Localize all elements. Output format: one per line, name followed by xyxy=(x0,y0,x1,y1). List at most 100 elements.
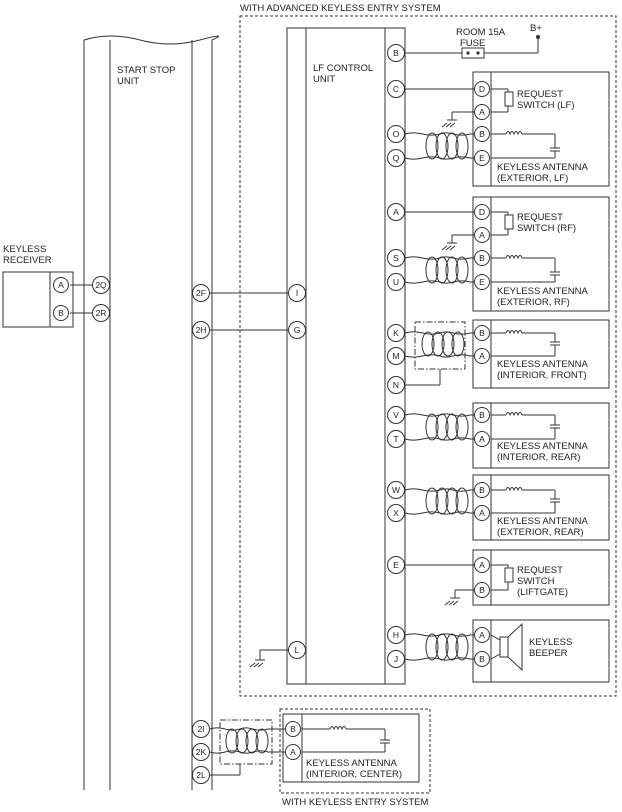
svg-text:N: N xyxy=(393,380,399,390)
component-0-label2-1: (EXTERIOR, LF) xyxy=(497,173,568,184)
lf-pin-S: S xyxy=(387,249,405,267)
twisted-pair-rf xyxy=(425,256,469,284)
twisted-pair-ext-rear xyxy=(425,487,469,515)
svg-text:W: W xyxy=(392,485,400,495)
component-box-ext-rear xyxy=(472,474,610,541)
lf-pin-M: M xyxy=(387,347,405,365)
svg-text:J: J xyxy=(394,654,398,664)
component-1-pin-A: A xyxy=(474,227,490,243)
ssu-pin-2L: 2L xyxy=(192,766,210,784)
twisted-pair-int-center xyxy=(225,728,269,754)
ssu-pin-2H: 2H xyxy=(192,321,210,339)
svg-text:A: A xyxy=(479,508,485,518)
svg-text:2K: 2K xyxy=(196,747,207,757)
svg-text:O: O xyxy=(393,129,400,139)
receiver-label-2: RECEIVER xyxy=(3,255,52,266)
antenna-coil-ext-rear xyxy=(491,487,560,514)
svg-text:I: I xyxy=(296,288,298,298)
svg-text:A: A xyxy=(479,230,485,240)
start-stop-unit: START STOP UNIT xyxy=(83,35,220,790)
svg-text:X: X xyxy=(393,508,399,518)
component-1-label2-1: (EXTERIOR, RF) xyxy=(497,297,570,308)
component-0-pin-D: D xyxy=(474,81,490,97)
start-stop-label-2: UNIT xyxy=(117,76,139,87)
svg-text:T: T xyxy=(393,434,398,444)
lf-pin-E: E xyxy=(387,556,405,574)
lf-pin-B: B xyxy=(387,44,405,62)
component-1-pin2-E: E xyxy=(474,274,490,290)
component-1-pin-D: D xyxy=(474,204,490,220)
component-0-pin2-E: E xyxy=(474,150,490,166)
lf-label-1: LF CONTROL xyxy=(313,63,373,74)
component-box-int-rear xyxy=(472,402,610,469)
lf-pin-A: A xyxy=(387,203,405,221)
request-switch-lf-icon xyxy=(504,91,514,107)
component-4-label-0: KEYLESS ANTENNA xyxy=(497,516,588,527)
lf-pin-U: U xyxy=(387,273,405,291)
keyless-system-label: WITH KEYLESS ENTRY SYSTEM xyxy=(282,797,428,808)
svg-text:L: L xyxy=(295,645,300,655)
svg-text:U: U xyxy=(393,277,399,287)
lf-pin-J: J xyxy=(387,650,405,668)
lf-pin-T: T xyxy=(387,430,405,448)
advanced-system-label: WITH ADVANCED KEYLESS ENTRY SYSTEM xyxy=(240,3,441,14)
antenna-coil-rf xyxy=(491,255,560,283)
component-4-pin-B: B xyxy=(474,482,490,498)
svg-text:2F: 2F xyxy=(196,288,206,298)
svg-text:B: B xyxy=(479,129,485,139)
speaker-icon xyxy=(499,622,523,672)
receiver-label-1: KEYLESS xyxy=(3,244,46,255)
component-6-pin-A: A xyxy=(474,627,490,643)
svg-text:B: B xyxy=(290,724,296,734)
shield-int-front xyxy=(414,321,466,370)
ssu-pin-2F: 2F xyxy=(192,284,210,302)
receiver-pin-B: B xyxy=(53,305,69,321)
svg-text:Q: Q xyxy=(393,153,400,163)
component-7-label-1: (INTERIOR, CENTER) xyxy=(306,769,402,780)
svg-text:B: B xyxy=(393,48,399,58)
svg-text:B: B xyxy=(58,308,64,318)
twisted-pair-lf xyxy=(425,132,469,160)
svg-text:A: A xyxy=(479,107,485,117)
lf-label-2: UNIT xyxy=(313,74,335,85)
svg-text:D: D xyxy=(479,207,485,217)
svg-text:A: A xyxy=(479,560,485,570)
svg-text:S: S xyxy=(393,253,399,263)
component-2-pin-A: A xyxy=(474,348,490,364)
component-box-rf xyxy=(472,196,610,312)
component-0-label-1: SWITCH (LF) xyxy=(517,100,575,111)
svg-text:B: B xyxy=(479,328,485,338)
lf-pin-N: N xyxy=(387,376,405,394)
component-1-label-1: SWITCH (RF) xyxy=(517,223,576,234)
lf-pin-O: O xyxy=(387,125,405,143)
request-switch-liftgate-icon xyxy=(504,567,514,583)
ssu-pin-2I: 2I xyxy=(192,720,210,738)
twisted-pair-int-rear xyxy=(425,413,469,441)
component-6-label-0: KEYLESS xyxy=(529,637,572,648)
start-stop-label-1: START STOP xyxy=(117,65,175,76)
lf-control-unit: LF CONTROL UNIT xyxy=(286,27,406,685)
lf-pin-I: I xyxy=(288,284,306,302)
svg-text:A: A xyxy=(479,630,485,640)
lf-pin-Q: Q xyxy=(387,149,405,167)
svg-text:A: A xyxy=(58,280,64,290)
antenna-coil-int-front xyxy=(491,330,560,357)
advanced-system-frame xyxy=(239,15,617,697)
component-2-label-1: (INTERIOR, FRONT) xyxy=(497,370,587,381)
component-2-label-0: KEYLESS ANTENNA xyxy=(497,359,588,370)
lf-pin-C: C xyxy=(387,80,405,98)
component-0-label-0: REQUEST xyxy=(517,89,563,100)
svg-text:B: B xyxy=(479,654,485,664)
component-1-label-0: REQUEST xyxy=(517,212,563,223)
svg-text:B: B xyxy=(479,253,485,263)
lf-pin-G: G xyxy=(288,321,306,339)
component-7-pin-A: A xyxy=(285,744,301,760)
svg-text:B: B xyxy=(479,410,485,420)
lf-pin-H: H xyxy=(387,626,405,644)
svg-text:K: K xyxy=(393,328,399,338)
component-1-pin2-B: B xyxy=(474,250,490,266)
component-box-int-center xyxy=(282,713,420,783)
component-5-pin-B: B xyxy=(474,582,490,598)
